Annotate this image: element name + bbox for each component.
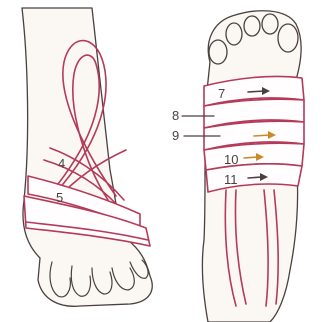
right-label-10: 10 [224, 152, 238, 167]
left-foot-figure: 4 5 [22, 8, 152, 306]
right-label-9: 9 [172, 128, 179, 143]
right-foot-figure: 7 8 9 10 11 [172, 11, 304, 322]
right-label-11: 11 [224, 172, 238, 187]
right-label-8: 8 [172, 108, 179, 123]
left-label-4: 4 [58, 156, 65, 171]
right-label-7: 7 [218, 86, 225, 101]
left-label-5: 5 [56, 190, 63, 205]
